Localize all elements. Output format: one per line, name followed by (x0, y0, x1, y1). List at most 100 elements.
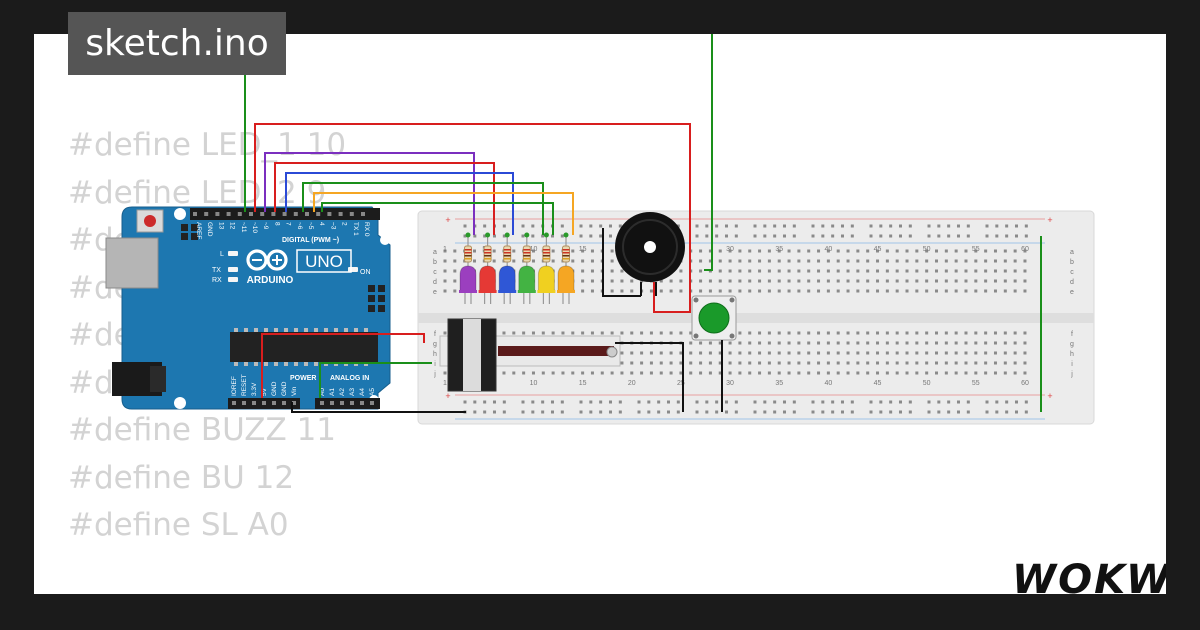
analog-pin[interactable] (320, 401, 324, 405)
rail-plus-label: + (445, 215, 450, 225)
digital-pin[interactable] (316, 212, 321, 216)
rail-plus-label: + (1047, 215, 1052, 225)
breadboard-row-label: c (433, 269, 437, 276)
digital-pin-label: 13 (217, 222, 224, 230)
analog-pin[interactable] (350, 401, 354, 405)
analog-pin[interactable] (360, 401, 364, 405)
breadboard-column-number: 30 (726, 380, 734, 387)
breadboard-row-label: j (433, 371, 436, 378)
wire (602, 228, 641, 297)
tx-label: TX (212, 267, 221, 274)
digital-pin[interactable] (305, 212, 309, 216)
digital-pin[interactable] (338, 212, 343, 216)
power-pin[interactable] (272, 401, 276, 405)
digital-pin[interactable] (293, 212, 298, 216)
wire (319, 362, 432, 398)
circuit-diagram: 1155101015152020252530303535404045455050… (105, 34, 1095, 425)
power-pin[interactable] (252, 401, 256, 405)
board-model-label: UNO (305, 252, 343, 271)
led[interactable] (537, 232, 556, 305)
breadboard-column-number: 50 (923, 380, 931, 387)
power-pin[interactable] (242, 401, 246, 405)
rail-plus-label: + (1047, 391, 1052, 401)
code-line: #define BUZZ 11 (68, 412, 337, 448)
code-line: #define SL A0 (68, 507, 289, 543)
analog-pin[interactable] (370, 401, 374, 405)
breadboard-column-number: 60 (1021, 380, 1029, 387)
resistor (562, 245, 570, 263)
code-line: #define BU 12 (68, 459, 295, 496)
wire (291, 402, 466, 413)
power-pin-label: 3.3V (251, 382, 258, 396)
wire (704, 34, 713, 271)
digital-pin[interactable] (226, 212, 231, 216)
wires (244, 34, 1042, 413)
power-pin[interactable] (282, 401, 286, 405)
led[interactable] (517, 232, 536, 305)
power-pin-label: RESET (241, 374, 248, 396)
power-pin[interactable] (232, 401, 236, 405)
digital-pin[interactable] (237, 212, 242, 216)
digital-pin[interactable] (271, 212, 276, 216)
analog-pin[interactable] (330, 401, 334, 405)
digital-pin[interactable] (327, 212, 332, 216)
breadboard-row-label: a (1070, 249, 1074, 256)
resistor (483, 245, 492, 263)
digital-pin-label: 4 (318, 222, 325, 226)
breadboard[interactable]: 1155101015152020252530303535404045455050… (417, 210, 1095, 425)
breadboard-column-number: 35 (775, 246, 783, 253)
wire (274, 162, 495, 235)
digital-pin[interactable] (361, 212, 365, 216)
digital-pin[interactable] (282, 212, 287, 216)
breadboard-column-number: 15 (579, 380, 587, 387)
wire (254, 123, 691, 313)
digital-pin[interactable] (204, 212, 209, 216)
digital-pin[interactable] (249, 212, 253, 216)
analog-pin-label: A5 (369, 388, 376, 396)
breadboard-column-number: 35 (775, 380, 783, 387)
breadboard-column-number: 15 (579, 246, 587, 253)
breadboard-row-label: i (1071, 361, 1073, 368)
breadboard-column-number: 50 (923, 246, 931, 253)
breadboard-column-number: 1 (443, 246, 447, 253)
push-button[interactable] (691, 295, 737, 341)
power-pin[interactable] (292, 401, 296, 405)
resistor (542, 245, 551, 263)
power-pin-label: IOREF (231, 376, 238, 396)
digital-pin-label: 12 (229, 222, 236, 230)
wire (302, 182, 544, 235)
breadboard-row-label: h (433, 351, 437, 358)
on-label: ON (360, 269, 371, 276)
breadboard-column-number: 10 (530, 380, 538, 387)
led[interactable] (557, 232, 575, 305)
digital-pin[interactable] (215, 212, 220, 216)
breadboard-row-label: c (1070, 269, 1074, 276)
led[interactable] (478, 232, 497, 305)
digital-pin[interactable] (260, 212, 265, 216)
digital-pin-label: ~5 (307, 222, 314, 230)
digital-pin[interactable] (193, 212, 197, 216)
analog-pin-label: A0 (319, 388, 326, 396)
digital-pin-label: AREF (195, 222, 202, 239)
slide-potentiometer[interactable] (439, 318, 621, 392)
wire (313, 192, 574, 235)
breadboard-column-number: 10 (530, 246, 538, 253)
analog-pin-label: A3 (349, 388, 356, 396)
resistor (503, 245, 512, 263)
digital-pin-label: TX 1 (352, 222, 359, 236)
rx-label: RX (212, 277, 222, 284)
breadboard-column-number: 25 (677, 380, 685, 387)
power-pin[interactable] (262, 401, 266, 405)
analog-label: ANALOG IN (330, 375, 369, 382)
wire (261, 333, 425, 398)
digital-pin[interactable] (349, 212, 354, 216)
power-pin-label: 5V (261, 387, 268, 396)
breadboard-row-label: b (1070, 259, 1074, 266)
led[interactable] (498, 232, 517, 305)
led[interactable] (459, 232, 477, 305)
buzzer[interactable] (615, 212, 685, 296)
breadboard-column-number: 40 (824, 380, 832, 387)
analog-pin[interactable] (340, 401, 344, 405)
breadboard-row-label: e (433, 289, 437, 296)
